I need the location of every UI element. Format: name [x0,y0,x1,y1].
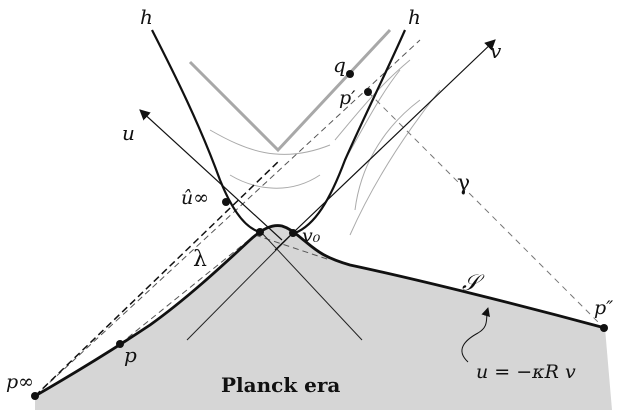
label-u-hat-inf: û∞ [181,187,209,209]
point-v0 [289,229,297,237]
label-h-left: h [140,5,153,29]
points [31,70,608,400]
label-h-right: h [408,5,421,29]
point-q [346,70,354,78]
crossing-lines [186,230,363,341]
label-planck-era: Planck era [221,373,340,397]
point-p-prime [364,88,372,96]
label-p-double-prime: p″ [594,297,613,319]
horizon-right [294,29,407,235]
u-axis [139,109,283,241]
label-v-axis: v [490,39,502,63]
label-lambda: λ [193,247,207,272]
label-u-axis: u [122,121,135,145]
label-v0: v₀ [302,225,321,247]
label-p: p [124,343,137,367]
label-equation: u = −κR v [476,361,576,383]
point-left-junction [256,228,264,236]
label-p-prime: p′ [339,87,356,109]
dashed-bold-line [34,159,281,397]
gray-curves [209,59,441,236]
equation-pointer [461,307,490,363]
point-u-hat-inf [222,198,230,206]
point-p-double-prime [600,324,608,332]
gray-v-cone [188,28,392,153]
planck-era-region [35,225,612,410]
label-q: q [333,53,346,77]
v-axis [274,39,496,251]
point-p-inf [31,392,39,400]
label-script-s: 𝒮 [462,271,485,296]
label-p-inf: p∞ [6,371,34,393]
gamma-line [367,91,605,329]
label-gamma: γ [457,171,470,196]
singularity-boundary [34,224,606,398]
point-p [116,340,124,348]
horizon-left [151,29,261,234]
